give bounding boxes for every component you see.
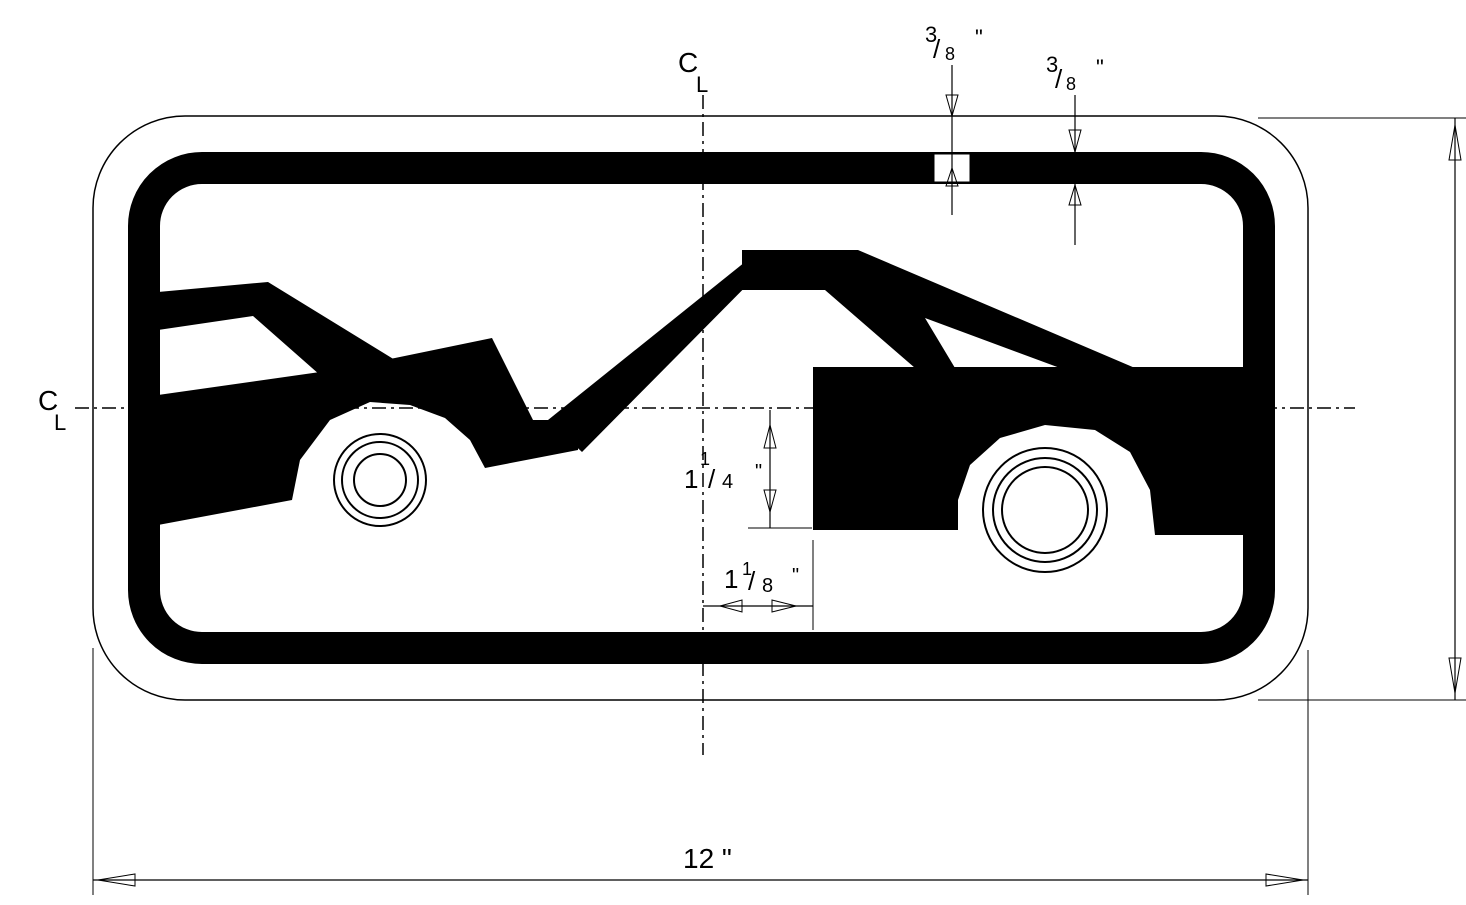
svg-text:8: 8 — [1066, 74, 1076, 94]
svg-text:/: / — [708, 464, 716, 494]
svg-text:1: 1 — [684, 464, 698, 494]
svg-text:1: 1 — [700, 449, 710, 469]
svg-text:12 ": 12 " — [683, 843, 732, 874]
svg-text:3: 3 — [925, 22, 937, 47]
svg-text:C: C — [38, 385, 58, 416]
svg-text:3: 3 — [1046, 52, 1058, 77]
vertical-centerline-label: C L — [678, 47, 708, 97]
svg-text:L: L — [696, 72, 708, 97]
svg-text:1: 1 — [742, 559, 752, 579]
towed-car-wheel — [333, 433, 427, 527]
dim-truck-offset: 1 1 / 8 " — [703, 540, 814, 630]
svg-text:8: 8 — [762, 575, 773, 597]
tow-truck-silhouette — [742, 250, 1243, 535]
svg-text:/: / — [1055, 64, 1063, 94]
svg-text:8: 8 — [945, 44, 955, 64]
svg-text:C: C — [678, 47, 698, 78]
dim-overall-height — [1258, 118, 1466, 701]
tow-truck-wheel — [982, 447, 1108, 573]
towed-car-silhouette — [158, 262, 770, 525]
dim-top-margin: 3 / 8 " — [925, 22, 983, 215]
dim-border-width: 3 / 8 " — [1046, 52, 1466, 245]
sign-outer-outline — [92, 115, 1309, 701]
dim-overall-width: 12 " — [92, 648, 1309, 895]
sign-border — [128, 152, 1275, 664]
svg-text:": " — [975, 25, 983, 50]
svg-text:4: 4 — [722, 471, 733, 493]
svg-text:": " — [755, 461, 762, 483]
dim-truck-height: 1 1 / 4 " — [684, 410, 812, 529]
svg-text:": " — [1096, 55, 1104, 80]
svg-text:1: 1 — [724, 564, 738, 594]
svg-text:": " — [792, 565, 799, 587]
svg-text:/: / — [748, 566, 756, 596]
svg-text:/: / — [933, 34, 941, 64]
svg-text:L: L — [54, 410, 66, 435]
horizontal-centerline-label: C L — [38, 385, 66, 435]
